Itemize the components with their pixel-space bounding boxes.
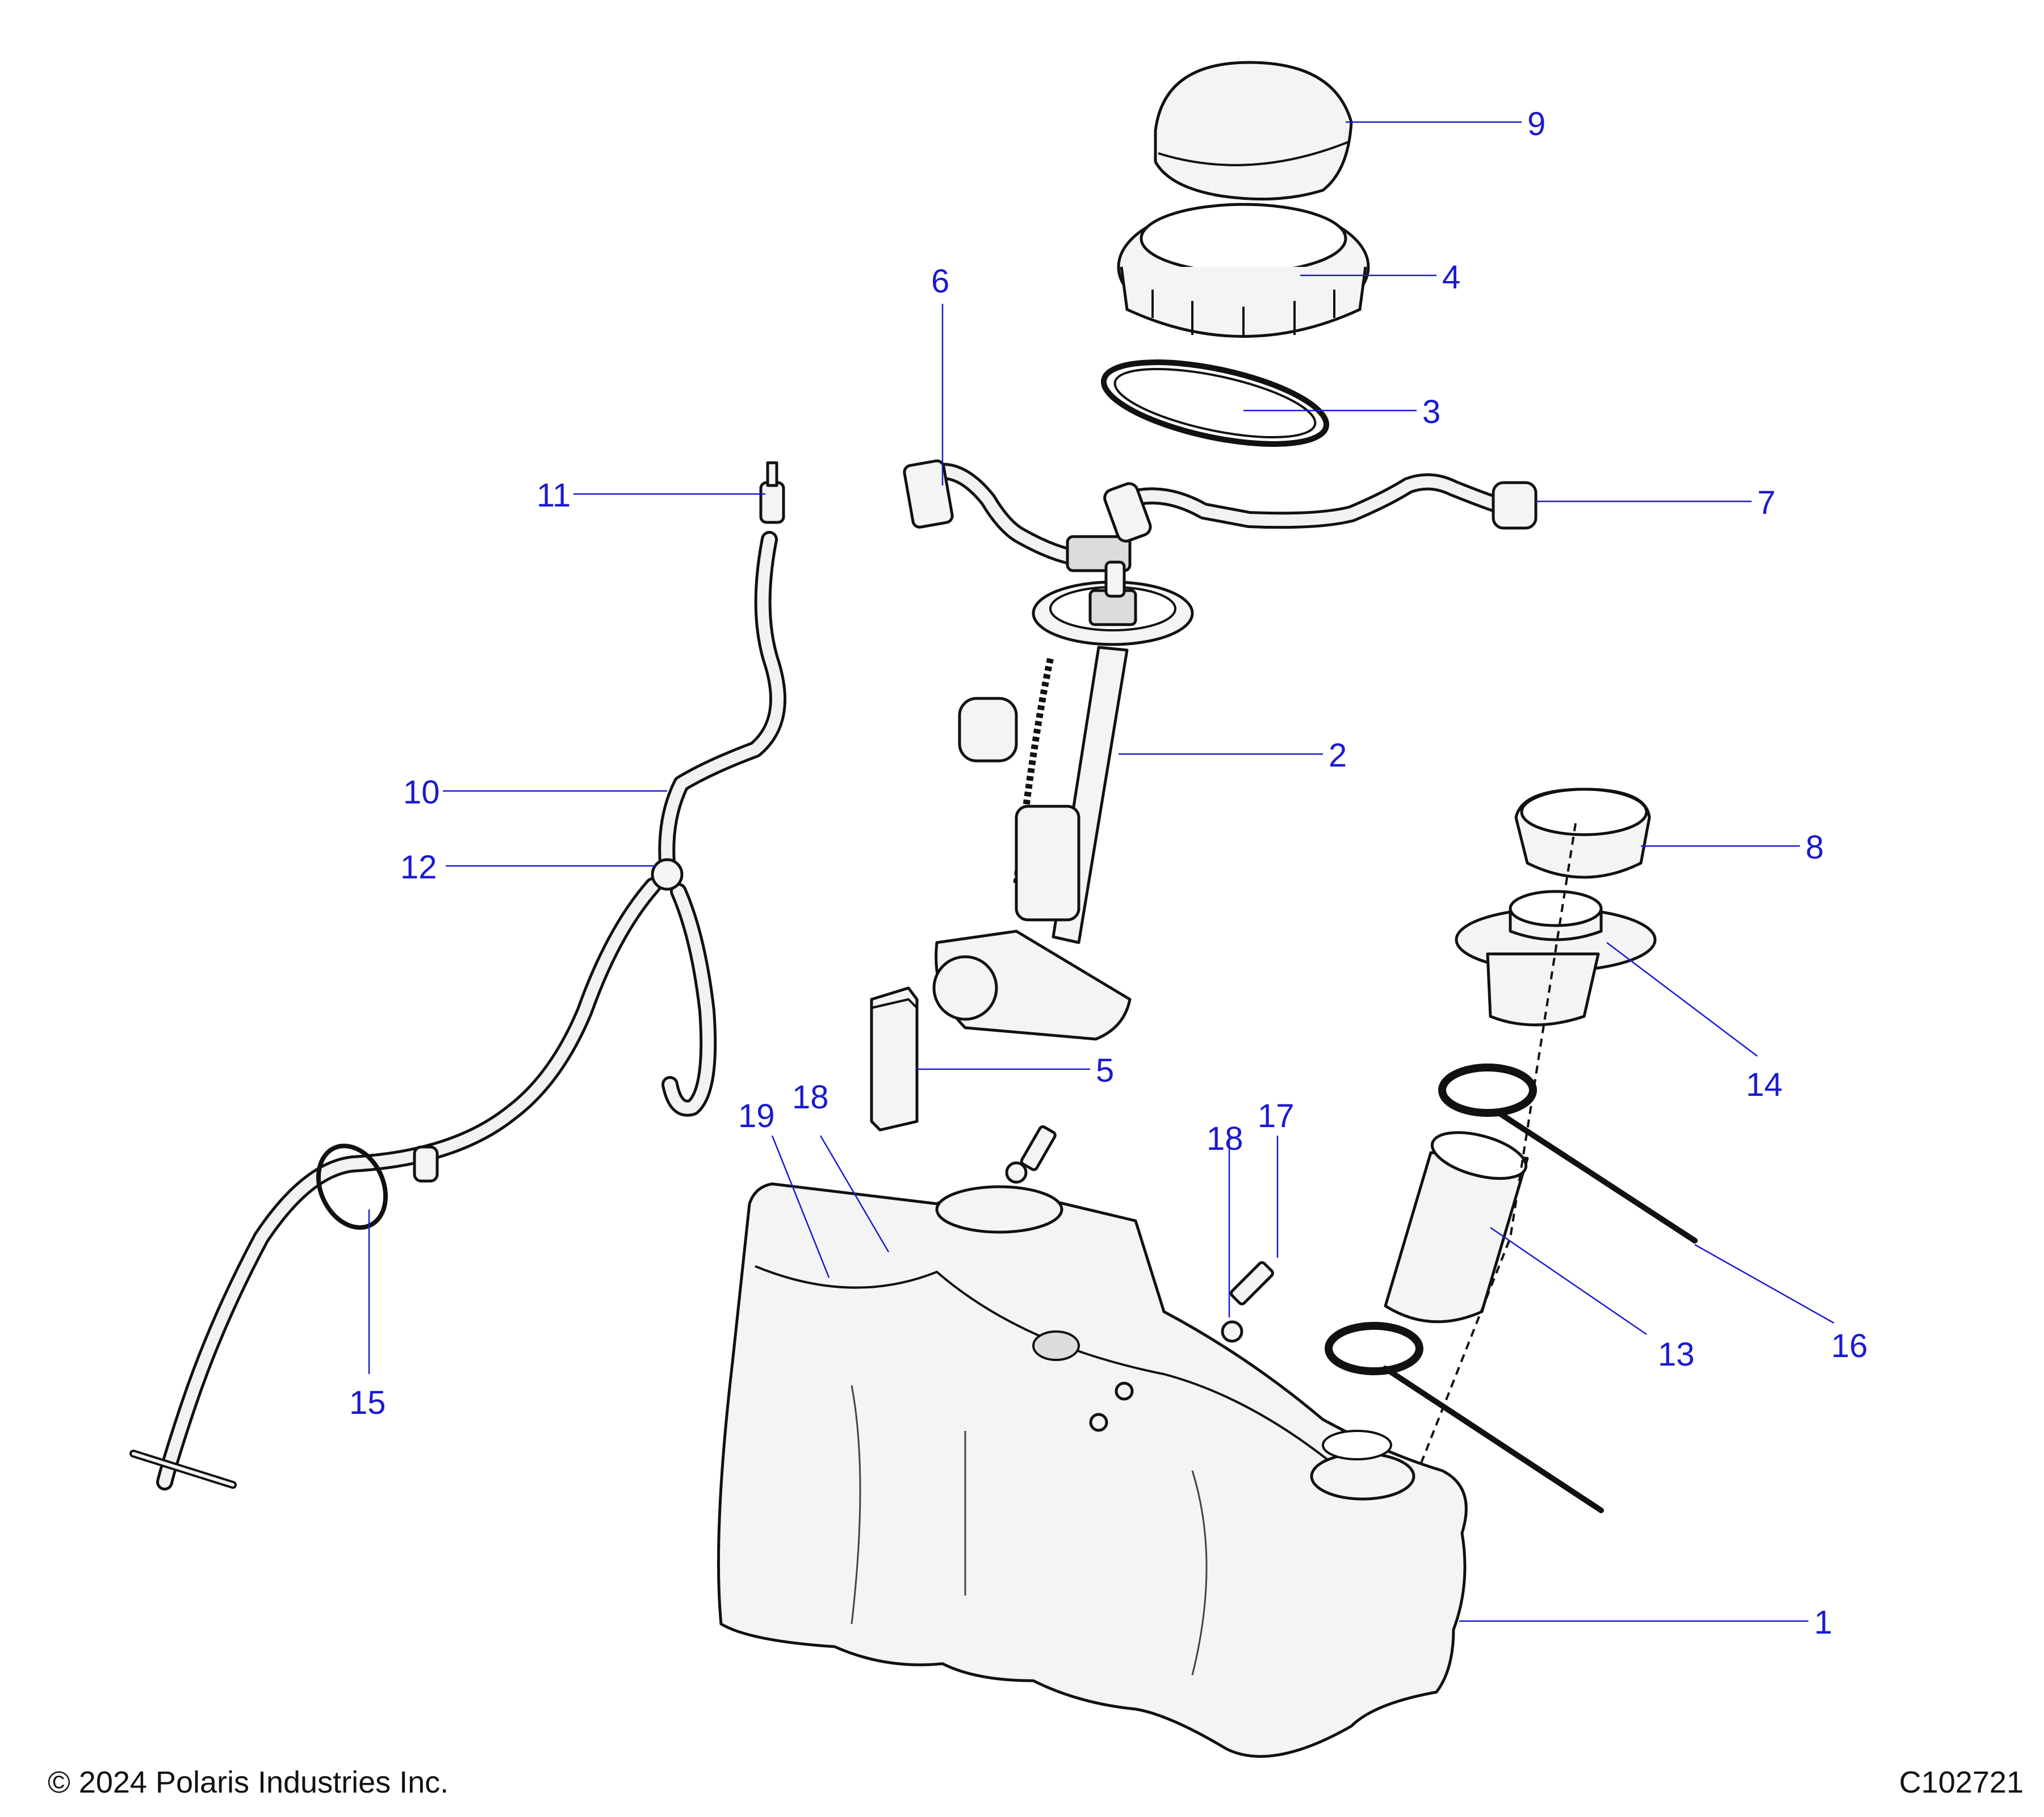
callout-labels: 9 4 3 6 7 2 8 14 5 10 11 12 13 16 15 17 … — [349, 106, 1868, 1641]
callout-10: 10 — [403, 774, 440, 811]
callout-14: 14 — [1746, 1066, 1783, 1103]
callout-11: 11 — [537, 477, 571, 514]
part-5-foam-block — [870, 986, 919, 1132]
diagram-id: C102721 — [1899, 1765, 2024, 1799]
part-1-fuel-tank — [717, 1182, 1468, 1758]
callout-12: 12 — [400, 849, 437, 886]
callout-17: 17 — [1258, 1098, 1295, 1134]
part-2-fuel-pump-assembly — [932, 560, 1194, 1041]
part-4-lock-ring — [1117, 203, 1370, 338]
part-13-filler-hose — [1384, 1131, 1529, 1324]
callout-2: 2 — [1329, 737, 1347, 774]
callout-15: 15 — [349, 1384, 386, 1421]
part-8-fuel-cap — [1514, 788, 1651, 879]
part-9-cap-cover — [1154, 61, 1353, 201]
callout-3: 3 — [1422, 393, 1440, 430]
part-11-vent-valve — [759, 461, 785, 524]
part-15-hose-clamp — [316, 1144, 439, 1230]
callout-16: 16 — [1831, 1328, 1868, 1364]
leader-lines — [368, 121, 1834, 1622]
callout-18-right: 18 — [1207, 1120, 1243, 1157]
callout-1: 1 — [1814, 1604, 1832, 1641]
part-3-seal-ring — [1100, 359, 1330, 447]
part-7-fuel-line — [1103, 473, 1538, 543]
callout-13: 13 — [1658, 1336, 1695, 1373]
part-14-filler-neck — [1455, 890, 1657, 1027]
part-12-tee-fitting — [651, 858, 684, 891]
callout-5: 5 — [1096, 1052, 1114, 1089]
callout-18-left: 18 — [792, 1079, 829, 1116]
copyright-text: © 2024 Polaris Industries Inc. — [48, 1765, 449, 1799]
callout-19: 19 — [738, 1098, 775, 1134]
callout-6: 6 — [931, 263, 949, 300]
callout-4: 4 — [1442, 259, 1460, 296]
callout-9: 9 — [1527, 106, 1545, 143]
part-10-vent-hose — [129, 531, 786, 1491]
callout-8: 8 — [1806, 829, 1824, 866]
part-16-hose-clamps — [1325, 1064, 1698, 1513]
callout-7: 7 — [1757, 484, 1775, 521]
part-6-wire-harness — [903, 459, 1132, 572]
